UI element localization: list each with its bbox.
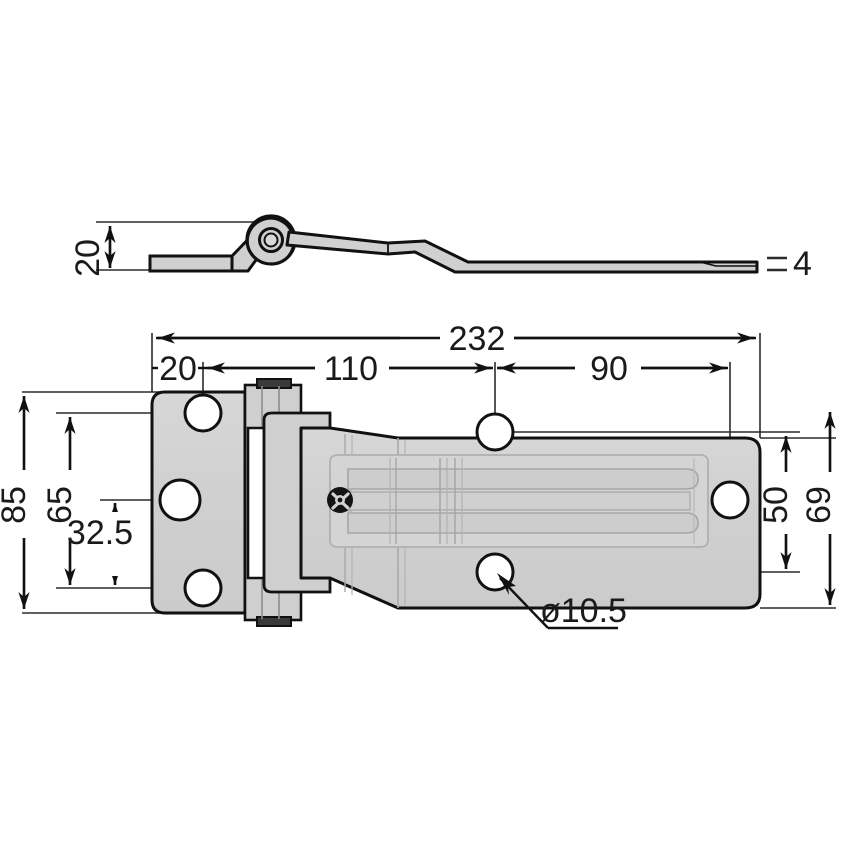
dim-90-label: 90 — [590, 350, 628, 388]
dim-50-label: 50 — [757, 486, 795, 524]
dim-85-label-mask — [8, 470, 42, 538]
side-view-knuckle-scroll — [246, 217, 295, 264]
side-view-right-leaf — [285, 230, 759, 274]
rib-upper — [347, 468, 699, 490]
hole-middle-left — [158, 478, 202, 522]
dim-85-label: 85 — [0, 486, 33, 524]
dim-diameter-label: ø10.5 — [540, 592, 627, 630]
side-view-left-leaf — [148, 254, 234, 273]
hinge-gap-strip — [246, 426, 266, 580]
dim-thickness-label: 4 — [793, 245, 812, 283]
knuckle-tab-bottom — [256, 616, 292, 627]
central-slot — [347, 491, 691, 511]
maker-logo-icon — [327, 487, 353, 513]
side-view-hinge-pin-core — [263, 232, 279, 248]
plan-view-group: 232 20 110 90 85 65 32.5 — [0, 320, 848, 630]
dim-65-label: 65 — [41, 486, 79, 524]
dim-110-label-mask — [315, 350, 389, 386]
dim-20-plan-label: 20 — [159, 350, 197, 388]
dim-232-label: 232 — [449, 320, 506, 358]
hole-top-left — [183, 393, 223, 433]
dim-90-label-mask — [575, 350, 641, 386]
dim-69-label: 69 — [800, 486, 838, 524]
hole-bottom-left — [183, 568, 223, 608]
side-view-group: 20 4 — [69, 214, 812, 283]
hole-far-right — [710, 480, 750, 520]
hole-top-right — [475, 412, 515, 452]
dim-20-side-label: 20 — [69, 239, 107, 277]
side-view-crease-3 — [699, 261, 757, 267]
dim-232-label-mask — [440, 320, 514, 356]
knuckle-tab-top — [256, 378, 292, 389]
dim-69-label-mask — [812, 472, 848, 534]
rib-lower — [347, 512, 699, 534]
diameter-leader-arrow — [497, 573, 516, 595]
dim-325-label: 32.5 — [67, 514, 133, 552]
dim-50-label-mask — [770, 472, 804, 534]
dim-325-label-mask — [80, 512, 150, 576]
dim-110-label: 110 — [324, 350, 378, 388]
